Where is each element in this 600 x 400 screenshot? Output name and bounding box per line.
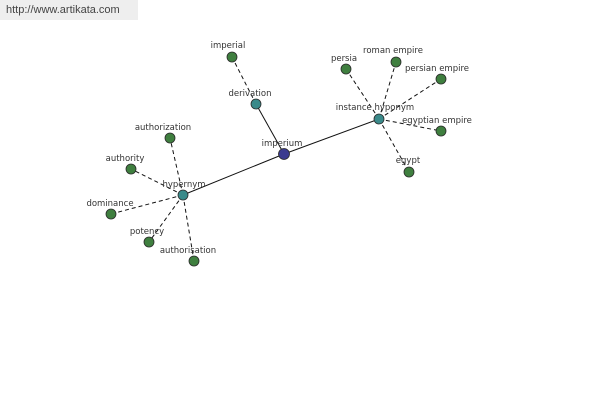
label-persian-empire[interactable]: persian empire: [405, 64, 469, 74]
edge-imperium-hypernym: [182, 153, 285, 196]
node-egyptian-empire[interactable]: [435, 125, 447, 137]
label-instance-hyponym[interactable]: instance hyponym: [336, 103, 414, 113]
edge-hypernym-authorization: [169, 137, 184, 196]
edge-layer: [110, 56, 442, 262]
label-authority[interactable]: authority: [106, 154, 145, 164]
node-derivation[interactable]: [250, 98, 262, 110]
edge-instance_hyponym-persian_empire: [378, 78, 442, 120]
label-hypernym[interactable]: hypernym: [162, 180, 205, 190]
label-imperial[interactable]: imperial: [211, 41, 246, 51]
node-egypt[interactable]: [403, 166, 415, 178]
edge-hypernym-dominance: [110, 194, 184, 215]
edge-hypernym-potency: [148, 194, 184, 243]
label-egyptian-empire[interactable]: egyptian empire: [402, 116, 472, 126]
node-layer: [105, 51, 447, 267]
node-authorization[interactable]: [164, 132, 176, 144]
node-authorisation[interactable]: [188, 255, 200, 267]
node-authority[interactable]: [125, 163, 137, 175]
edge-instance_hyponym-egypt: [378, 118, 410, 173]
label-dominance[interactable]: dominance: [86, 199, 133, 209]
edge-instance_hyponym-egyptian_empire: [378, 118, 442, 132]
edge-derivation-imperial: [231, 56, 257, 105]
label-authorisation[interactable]: authorisation: [160, 246, 216, 256]
label-potency[interactable]: potency: [130, 227, 164, 237]
node-persian-empire[interactable]: [435, 73, 447, 85]
edge-instance_hyponym-persia: [345, 68, 380, 120]
node-potency[interactable]: [143, 236, 155, 248]
node-roman-empire[interactable]: [390, 56, 402, 68]
label-layer: imperium derivation instance hyponym hypern…: [86, 41, 471, 256]
site-url[interactable]: http://www.artikata.com: [6, 4, 120, 16]
label-persia[interactable]: persia: [331, 54, 357, 64]
edge-instance_hyponym-roman_empire: [378, 61, 397, 120]
label-egypt[interactable]: egypt: [396, 156, 421, 166]
label-derivation[interactable]: derivation: [228, 89, 271, 99]
node-persia[interactable]: [340, 63, 352, 75]
node-dominance[interactable]: [105, 208, 117, 220]
url-banner: http://www.artikata.com: [0, 0, 138, 20]
node-instance-hyponym[interactable]: [373, 113, 385, 125]
label-imperium[interactable]: imperium: [262, 139, 303, 149]
label-authorization[interactable]: authorization: [135, 123, 191, 133]
edge-hypernym-authority: [130, 168, 184, 196]
node-hypernym[interactable]: [177, 189, 189, 201]
node-imperium[interactable]: [278, 148, 290, 160]
edge-imperium-derivation: [255, 103, 285, 155]
node-imperial[interactable]: [226, 51, 238, 63]
edge-imperium-instance_hyponym: [283, 118, 380, 155]
label-roman-empire[interactable]: roman empire: [363, 46, 423, 56]
